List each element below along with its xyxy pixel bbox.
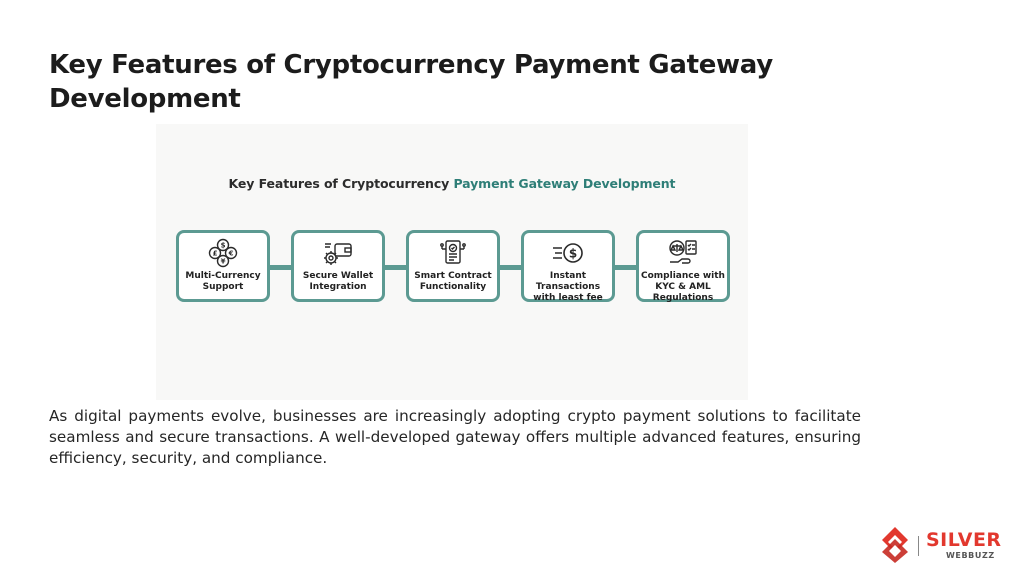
svg-text:$: $ xyxy=(221,242,226,250)
feature-card-compliance: Compliance with KYC & AML Regulations xyxy=(636,230,730,303)
connector-line xyxy=(268,265,292,270)
compliance-scale-icon xyxy=(669,240,697,264)
infographic-heading: Key Features of Cryptocurrency Payment G… xyxy=(156,176,748,191)
infographic-heading-part: Cryptocurrency xyxy=(342,176,450,191)
feature-card-instant-transactions: $ Instant Transactions with least fee xyxy=(521,230,615,303)
feature-card-label: Instant Transactions with least fee xyxy=(533,271,603,303)
infographic-heading-accent: Payment Gateway Development xyxy=(449,176,676,191)
smart-contract-document-icon xyxy=(440,240,466,264)
feature-card-secure-wallet: Secure Wallet Integration xyxy=(291,230,385,302)
feature-card-multi-currency: $£ €¥ Multi-Currency Support xyxy=(176,230,270,302)
svg-text:$: $ xyxy=(569,247,577,261)
silver-webbuzz-logo: SILVER WEBBUZZ xyxy=(880,526,1010,566)
fast-dollar-icon: $ xyxy=(553,243,583,263)
svg-text:¥: ¥ xyxy=(221,258,226,266)
wallet-gear-icon xyxy=(324,243,352,265)
logo-separator xyxy=(918,536,919,556)
infographic-heading-part: Key Features of xyxy=(228,176,343,191)
currency-coins-icon: $£ €¥ xyxy=(208,238,238,268)
connector-line xyxy=(498,265,522,270)
feature-card-label: Secure Wallet Integration xyxy=(302,271,374,292)
feature-card-label: Smart Contract Functionality xyxy=(414,271,492,292)
feature-card-label: Multi-Currency Support xyxy=(185,271,261,292)
connector-line xyxy=(613,265,637,270)
brand-diamond-icon xyxy=(882,527,908,563)
feature-card-label: Compliance with KYC & AML Regulations xyxy=(641,271,725,303)
connector-line xyxy=(383,265,407,270)
logo-subtitle: WEBBUZZ xyxy=(946,551,995,560)
features-infographic: Key Features of Cryptocurrency Payment G… xyxy=(156,124,748,400)
logo-wordmark: SILVER xyxy=(926,529,1002,551)
intro-paragraph: As digital payments evolve, businesses a… xyxy=(49,407,861,467)
svg-text:€: € xyxy=(228,250,234,258)
page-title: Key Features of Cryptocurrency Payment G… xyxy=(49,50,773,114)
feature-card-smart-contract: Smart Contract Functionality xyxy=(406,230,500,302)
svg-text:£: £ xyxy=(213,250,218,258)
